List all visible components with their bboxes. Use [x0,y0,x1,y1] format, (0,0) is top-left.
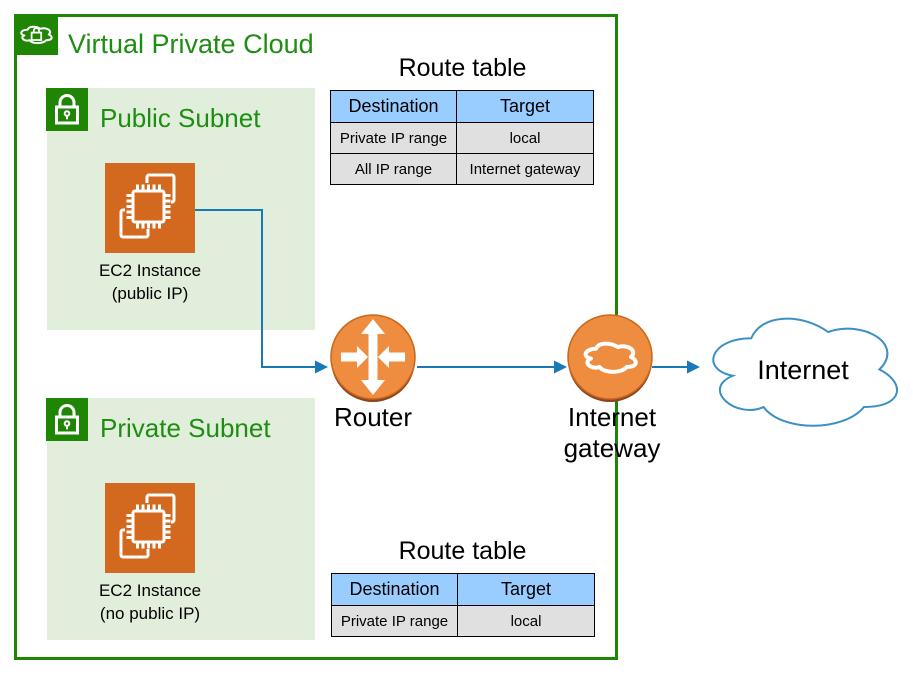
cell-destination: Private IP range [331,605,458,637]
cell-target: Internet gateway [456,153,594,185]
ec2-private-label-line1: EC2 Instance [98,581,202,600]
header-target: Target [456,90,594,123]
private-subnet-lock-icon [46,398,88,441]
ec2-public-label-line2: (public IP) [111,284,189,303]
table-header-row: Destination Target [330,90,594,123]
header-destination: Destination [330,90,457,123]
table-header-row: Destination Target [331,573,595,606]
route-table-private: Destination Target Private IP range loca… [331,573,595,637]
cell-destination: All IP range [330,153,457,185]
route-table-private-title: Route table [398,537,527,565]
route-table-public-title: Route table [398,54,527,82]
ec2-public-label: EC2 Instance (public IP) [50,259,250,305]
route-table-public: Destination Target Private IP range loca… [330,90,594,185]
internet-gateway-label: Internet gateway [532,402,692,464]
cell-destination: Private IP range [330,122,457,154]
ec2-public-label-line1: EC2 Instance [98,261,202,280]
internet-cloud-shape [700,307,906,433]
vpc-cloud-lock-icon [14,14,58,55]
ec2-public-chip-icon [105,163,195,253]
public-subnet-title: Public Subnet [100,103,261,133]
vpc-title: Virtual Private Cloud [68,29,314,59]
router-label: Router [333,402,413,432]
table-row: Private IP range local [331,605,595,637]
public-subnet-lock-icon [46,88,88,131]
table-row: Private IP range local [330,122,594,154]
ec2-private-label-line2: (no public IP) [99,604,201,623]
ec2-private-chip-icon [105,483,195,573]
cell-target: local [457,605,595,637]
header-destination: Destination [331,573,458,606]
internet-gateway-icon [565,313,655,407]
internet-gateway-label-line1: Internet [567,402,657,432]
ec2-private-label: EC2 Instance (no public IP) [50,579,250,625]
table-row: All IP range Internet gateway [330,153,594,185]
router-icon [328,313,418,407]
private-subnet-title: Private Subnet [100,413,271,443]
arrowhead [687,360,700,374]
cell-target: local [456,122,594,154]
internet-gateway-label-line2: gateway [563,433,661,463]
internet-label: Internet [757,354,849,385]
header-target: Target [457,573,595,606]
